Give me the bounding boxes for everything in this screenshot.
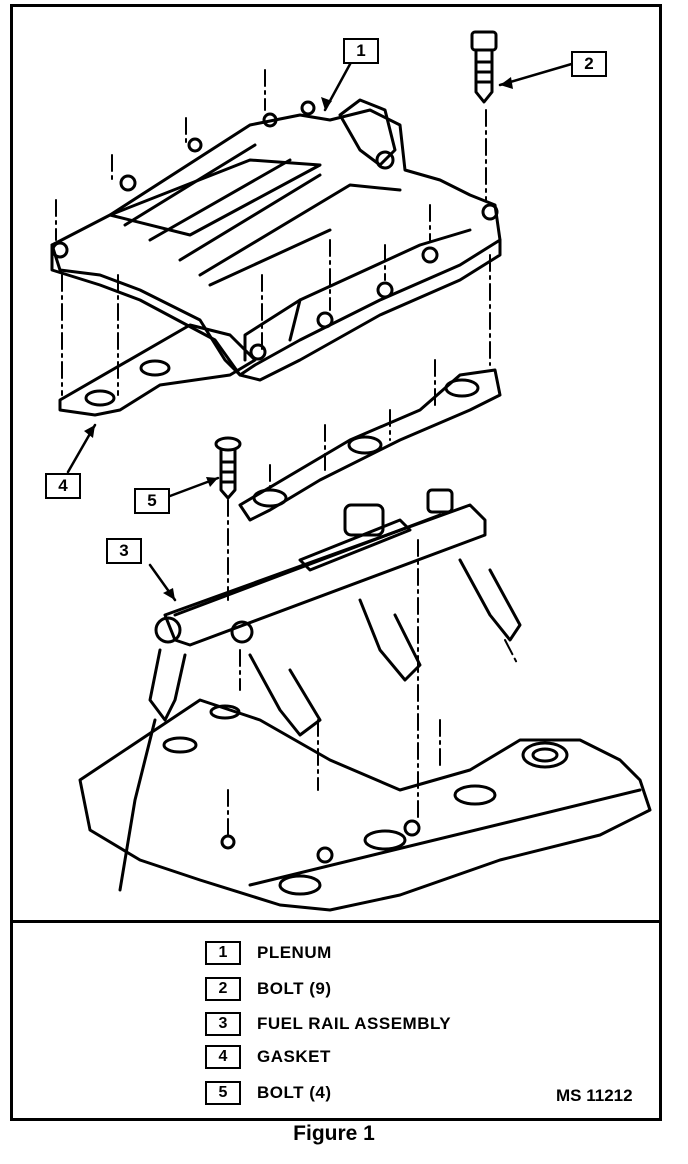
- legend-label: GASKET: [257, 1047, 331, 1066]
- legend-item: 5 BOLT (4): [205, 1080, 332, 1106]
- legend-number: 3: [205, 1012, 241, 1036]
- callout-1: 1: [343, 38, 379, 64]
- figure-id: MS 11212: [556, 1086, 633, 1105]
- gasket-drawing: [58, 323, 257, 417]
- center-lines: [55, 69, 519, 836]
- callout-4: 4: [45, 473, 81, 499]
- figure-frame: [10, 4, 662, 1121]
- fuel-rail-drawing: [118, 488, 522, 892]
- legend-item: 1 PLENUM: [205, 940, 332, 966]
- plenum-drawing: [50, 98, 502, 382]
- legend-number: 5: [205, 1081, 241, 1105]
- legend-number: 1: [205, 941, 241, 965]
- bolt-2-drawing: [470, 30, 498, 104]
- legend-divider: [10, 920, 662, 923]
- bolt-5-drawing: [214, 436, 242, 500]
- legend-label: BOLT (9): [257, 979, 332, 998]
- legend-label: BOLT (4): [257, 1083, 332, 1102]
- callout-2: 2: [571, 51, 607, 77]
- gasket-right-drawing: [238, 368, 502, 522]
- legend-item: 4 GASKET: [205, 1044, 331, 1070]
- lower-manifold-drawing: [78, 698, 652, 912]
- legend-label: PLENUM: [257, 943, 332, 962]
- callout-3: 3: [106, 538, 142, 564]
- callout-5: 5: [134, 488, 170, 514]
- legend-number: 4: [205, 1045, 241, 1069]
- legend-number: 2: [205, 977, 241, 1001]
- legend-item: 2 BOLT (9): [205, 976, 332, 1002]
- legend-item: 3 FUEL RAIL ASSEMBLY: [205, 1011, 451, 1037]
- figure-caption: Figure 1: [293, 1122, 375, 1145]
- legend-label: FUEL RAIL ASSEMBLY: [257, 1014, 452, 1033]
- arrowheads: [84, 77, 513, 600]
